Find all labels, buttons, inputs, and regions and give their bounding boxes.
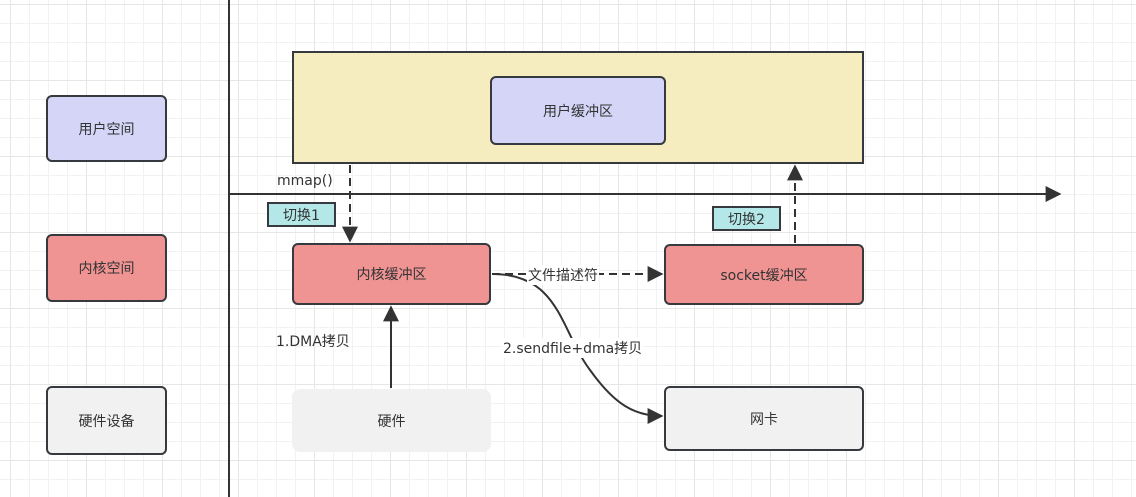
dma-copy-label: 1.DMA拷贝 <box>276 334 350 350</box>
switch1-tag[interactable]: 切换1 <box>267 202 336 227</box>
hardware-label: 硬件 <box>377 413 406 430</box>
hardware-device-legend[interactable]: 硬件设备 <box>46 386 167 455</box>
hardware-node[interactable]: 硬件 <box>292 389 491 452</box>
socket-buffer-node[interactable]: socket缓冲区 <box>664 244 864 305</box>
kernel-space-legend[interactable]: 内核空间 <box>46 234 167 302</box>
switch2-tag[interactable]: 切换2 <box>712 206 781 231</box>
hardware-device-label: 硬件设备 <box>78 413 135 430</box>
user-space-label: 用户空间 <box>78 121 135 138</box>
switch2-label: 切换2 <box>728 211 765 228</box>
sendfile-dma-label: 2.sendfile+dma拷贝 <box>502 338 644 358</box>
nic-node[interactable]: 网卡 <box>664 386 864 451</box>
mmap-label: mmap() <box>277 173 333 189</box>
user-buffer-node[interactable]: 用户缓冲区 <box>490 76 666 145</box>
socket-buffer-label: socket缓冲区 <box>720 267 808 284</box>
user-buffer-label: 用户缓冲区 <box>543 103 613 120</box>
switch1-label: 切换1 <box>283 207 320 224</box>
file-descriptor-label: 文件描述符 <box>527 265 599 285</box>
kernel-buffer-label: 内核缓冲区 <box>356 267 427 283</box>
kernel-space-label: 内核空间 <box>78 261 135 277</box>
kernel-buffer-node[interactable]: 内核缓冲区 <box>292 243 491 305</box>
user-space-legend[interactable]: 用户空间 <box>46 95 167 162</box>
nic-label: 网卡 <box>750 411 778 428</box>
